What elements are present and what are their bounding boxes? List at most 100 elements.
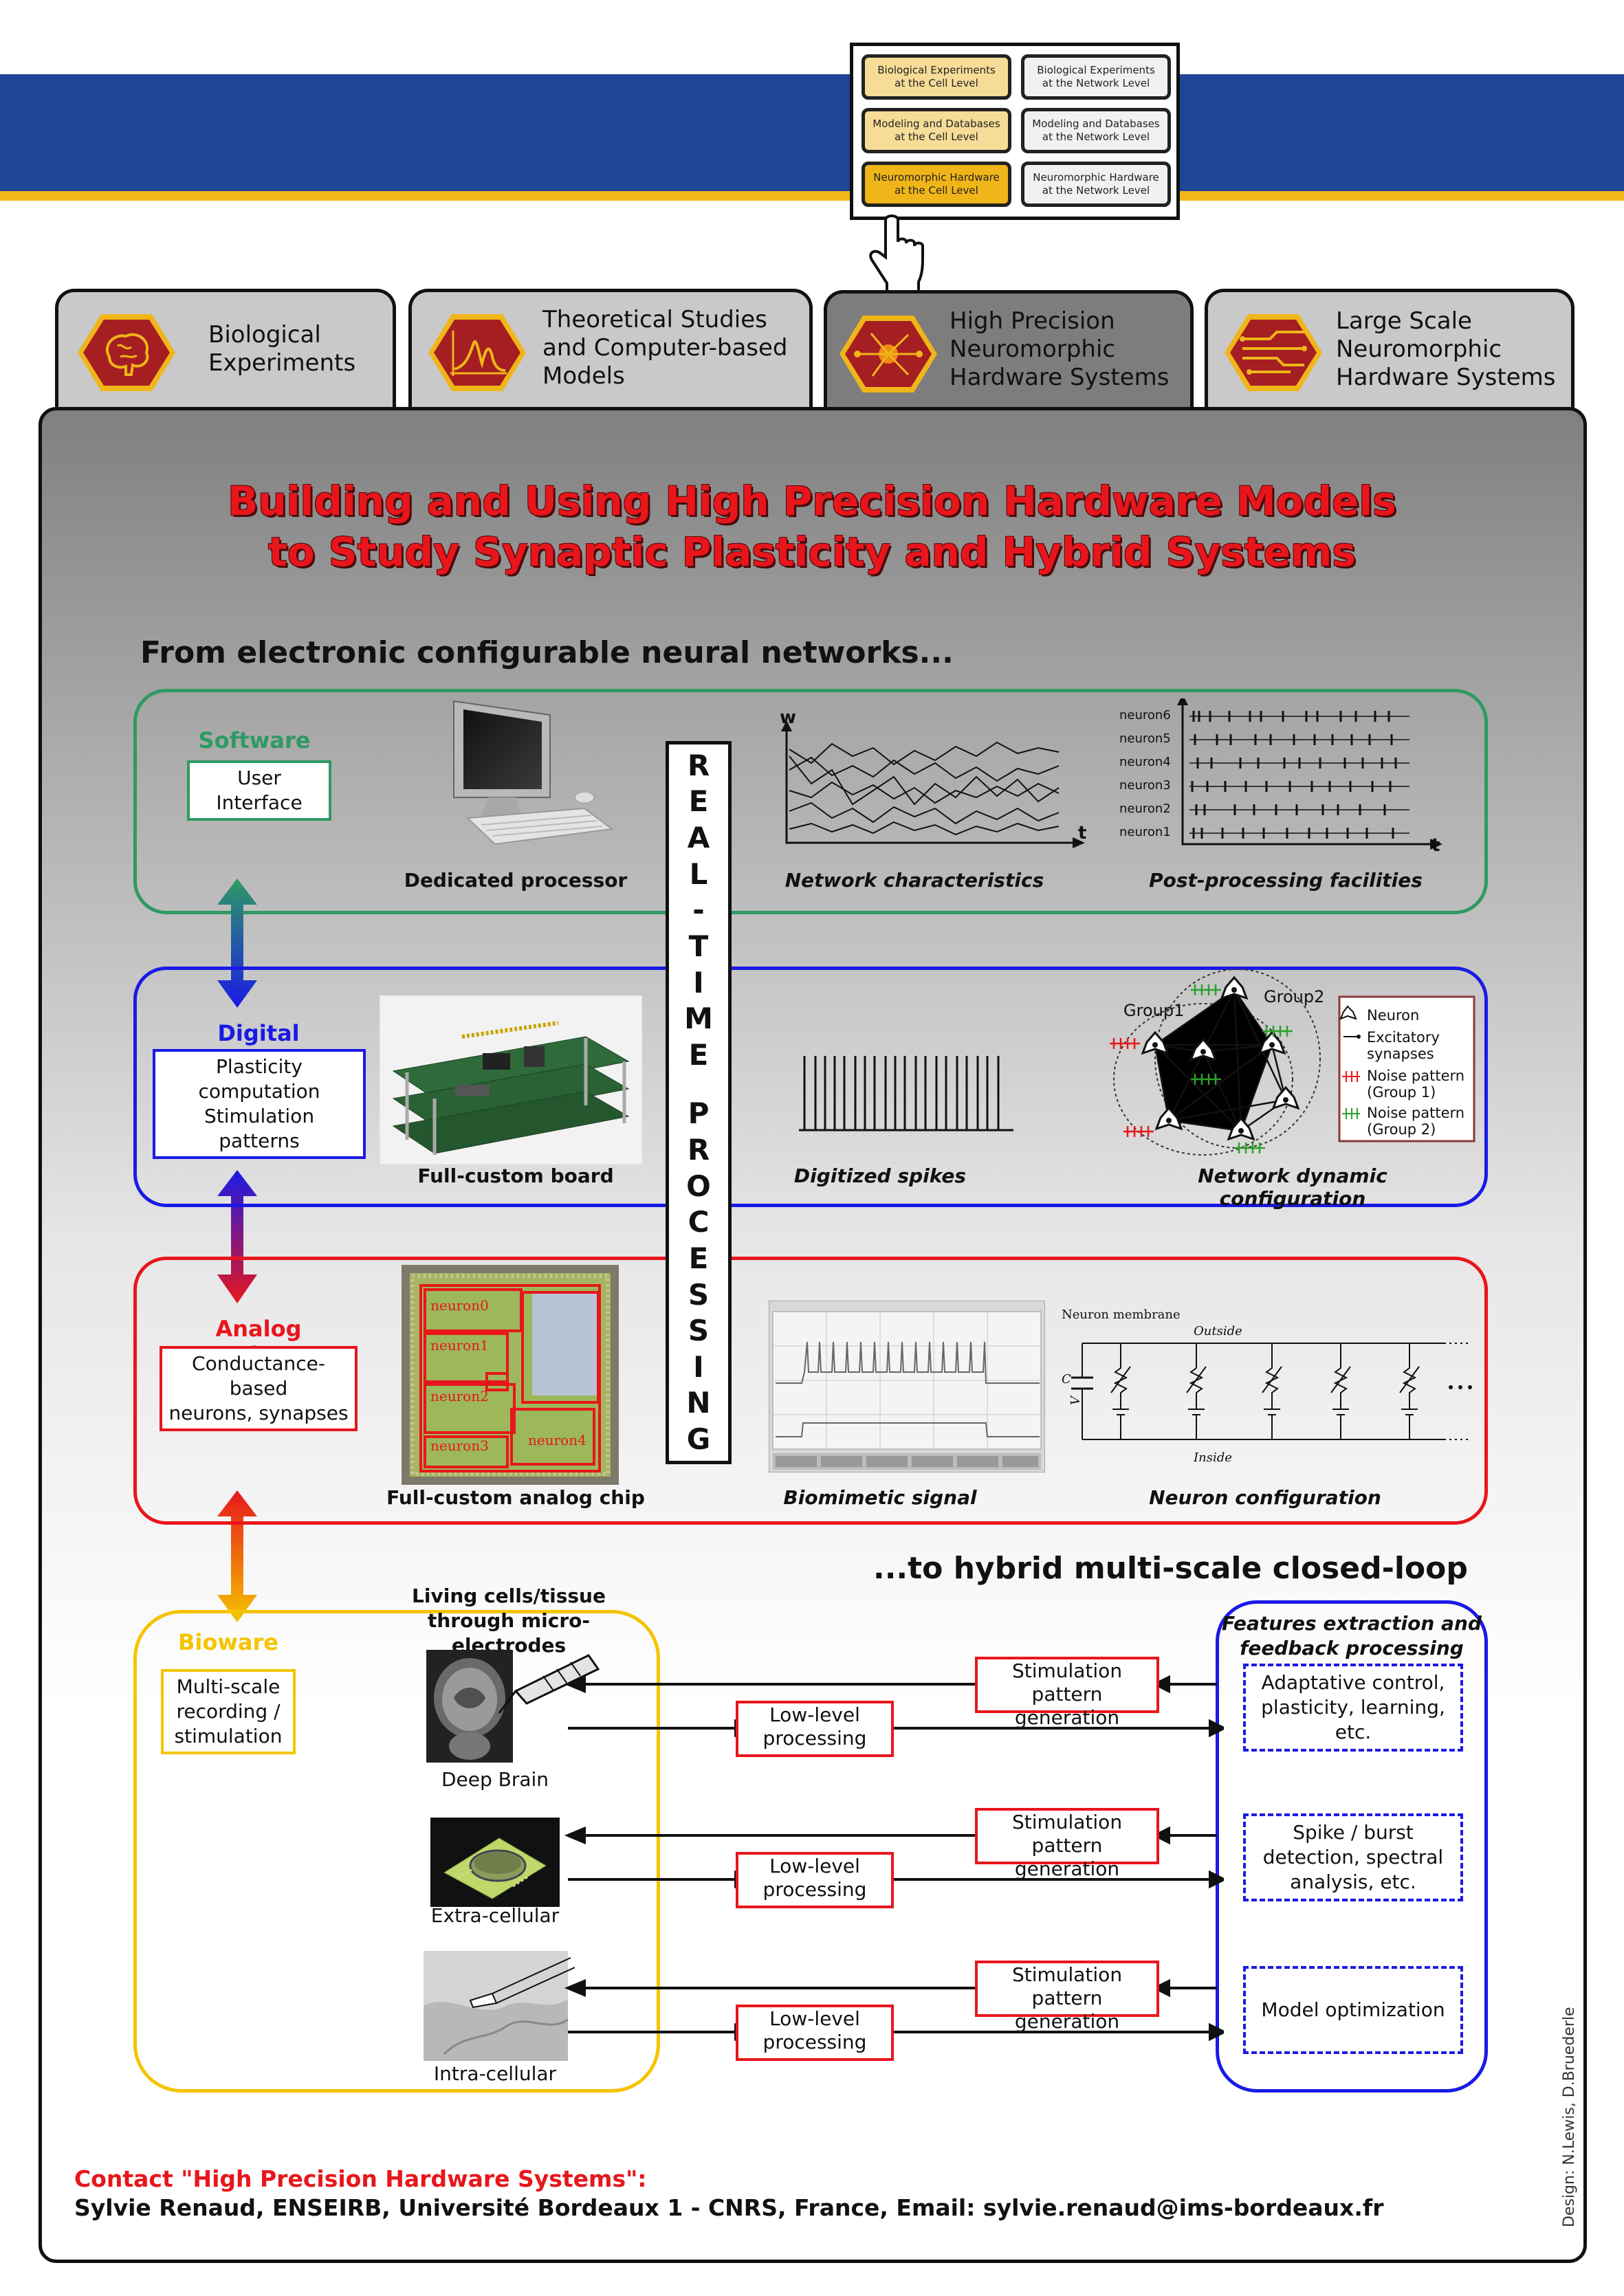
raster-label: neuron6 — [1119, 708, 1171, 722]
network-characteristics-plot: w t — [780, 708, 1086, 848]
software-row — [133, 689, 1488, 914]
svg-text:synapses: synapses — [1367, 1046, 1434, 1062]
raster-label: neuron3 — [1119, 778, 1171, 793]
svg-text:Noise pattern: Noise pattern — [1367, 1105, 1464, 1121]
deep-brain-image — [426, 1650, 600, 1763]
model-optimization-box: Model optimization — [1243, 1966, 1463, 2054]
svg-text:(Group 1): (Group 1) — [1367, 1084, 1436, 1101]
caption-network-characteristics: Network characteristics — [784, 869, 1044, 892]
svg-text:(Group 2): (Group 2) — [1367, 1121, 1436, 1138]
axis-label-t: t — [1078, 823, 1086, 843]
digital-hardware-row — [133, 967, 1488, 1207]
digitized-spikes-plot — [799, 1056, 1013, 1132]
contact-heading: Contact "High Precision Hardware Systems… — [74, 2165, 647, 2192]
svg-text:Outside: Outside — [1194, 1324, 1242, 1338]
svg-text:neuron2: neuron2 — [430, 1388, 489, 1404]
caption-analog-chip: Full-custom analog chip — [386, 1486, 645, 1509]
svg-text:neuron1: neuron1 — [430, 1337, 489, 1354]
graph-icon — [428, 314, 526, 391]
raster-label: neuron1 — [1119, 825, 1171, 839]
caption-network-dynamic-config: Network dynamic configuration — [1198, 1164, 1387, 1210]
header-stripe — [0, 191, 1624, 201]
circuit-icon — [1225, 314, 1322, 391]
caption-dedicated-processor: Dedicated processor — [404, 869, 628, 892]
caption-post-processing: Post-processing facilities — [1149, 869, 1423, 892]
svg-text:Inside: Inside — [1193, 1450, 1232, 1465]
user-interface-label: User Interface — [187, 760, 331, 821]
caption-intra-cellular: Intra-cellular — [433, 2062, 557, 2085]
neuron-circuit-diagram: Neuron membrane Outside Inside C V — [1062, 1307, 1472, 1465]
features-feedback-box — [1216, 1600, 1488, 2093]
network-configuration-diagram: Group1 Group2 Neuron Excitatory synapses… — [1110, 969, 1475, 1156]
svg-text:Noise pattern: Noise pattern — [1367, 1068, 1464, 1084]
svg-text:neuron4: neuron4 — [528, 1432, 586, 1448]
svg-text:Excitatory: Excitatory — [1367, 1029, 1440, 1046]
software-heading: Software — [198, 727, 311, 753]
intra-cellular-image — [424, 1951, 575, 2061]
caption-full-custom-board: Full-custom board — [417, 1164, 614, 1187]
caption-extra-cellular: Extra-cellular — [430, 1904, 560, 1927]
circuit-board-image — [380, 995, 642, 1164]
adaptative-control-box: Adaptative control,plasticity, learning,… — [1243, 1664, 1463, 1752]
page-title: Building and Using High Precision Hardwa… — [228, 478, 1396, 575]
design-credit: Design: N.Lewis, D.Bruederle — [1561, 2007, 1578, 2227]
computer-icon — [453, 700, 614, 846]
bioware-row — [133, 1610, 660, 2093]
contact-details[interactable]: Sylvie Renaud, ENSEIRB, Université Borde… — [74, 2194, 1384, 2221]
brain-icon — [78, 314, 175, 391]
analog-chip-image: neuron0 neuron1 neuron2 neuron3 neuron4 — [402, 1265, 619, 1485]
header-band — [0, 74, 1624, 192]
biomimetic-signal-image — [769, 1301, 1045, 1472]
analog-hardware-row — [133, 1257, 1488, 1525]
spike-raster-plot: neuron6 neuron5 neuron4 neuron3 neuron2 … — [1119, 698, 1442, 856]
raster-label: neuron2 — [1119, 802, 1171, 816]
layer-connectors — [217, 879, 257, 1622]
svg-text:Neuron: Neuron — [1367, 1007, 1419, 1024]
svg-text:neuron0: neuron0 — [430, 1297, 489, 1314]
caption-neuron-configuration: Neuron configuration — [1149, 1486, 1381, 1509]
svg-text:neuron3: neuron3 — [430, 1437, 489, 1454]
extra-cellular-image — [430, 1818, 560, 1907]
bioware-heading: Bioware — [178, 1629, 278, 1655]
raster-label: neuron5 — [1119, 731, 1171, 746]
hand-cursor-icon — [869, 214, 924, 300]
caption-deep-brain: Deep Brain — [441, 1768, 549, 1791]
section-heading-electronic: From electronic configurable neural netw… — [140, 635, 954, 670]
svg-text:C: C — [1062, 1372, 1071, 1387]
caption-digitized-spikes: Digitized spikes — [793, 1164, 967, 1187]
group1-label: Group1 — [1123, 1001, 1184, 1020]
raster-label: neuron4 — [1119, 755, 1171, 769]
svg-text:t: t — [1431, 835, 1440, 856]
group2-label: Group2 — [1264, 987, 1324, 1006]
svg-text:Neuron membrane: Neuron membrane — [1062, 1307, 1181, 1322]
section-heading-hybrid: ...to hybrid multi-scale closed-loop — [873, 1551, 1468, 1586]
